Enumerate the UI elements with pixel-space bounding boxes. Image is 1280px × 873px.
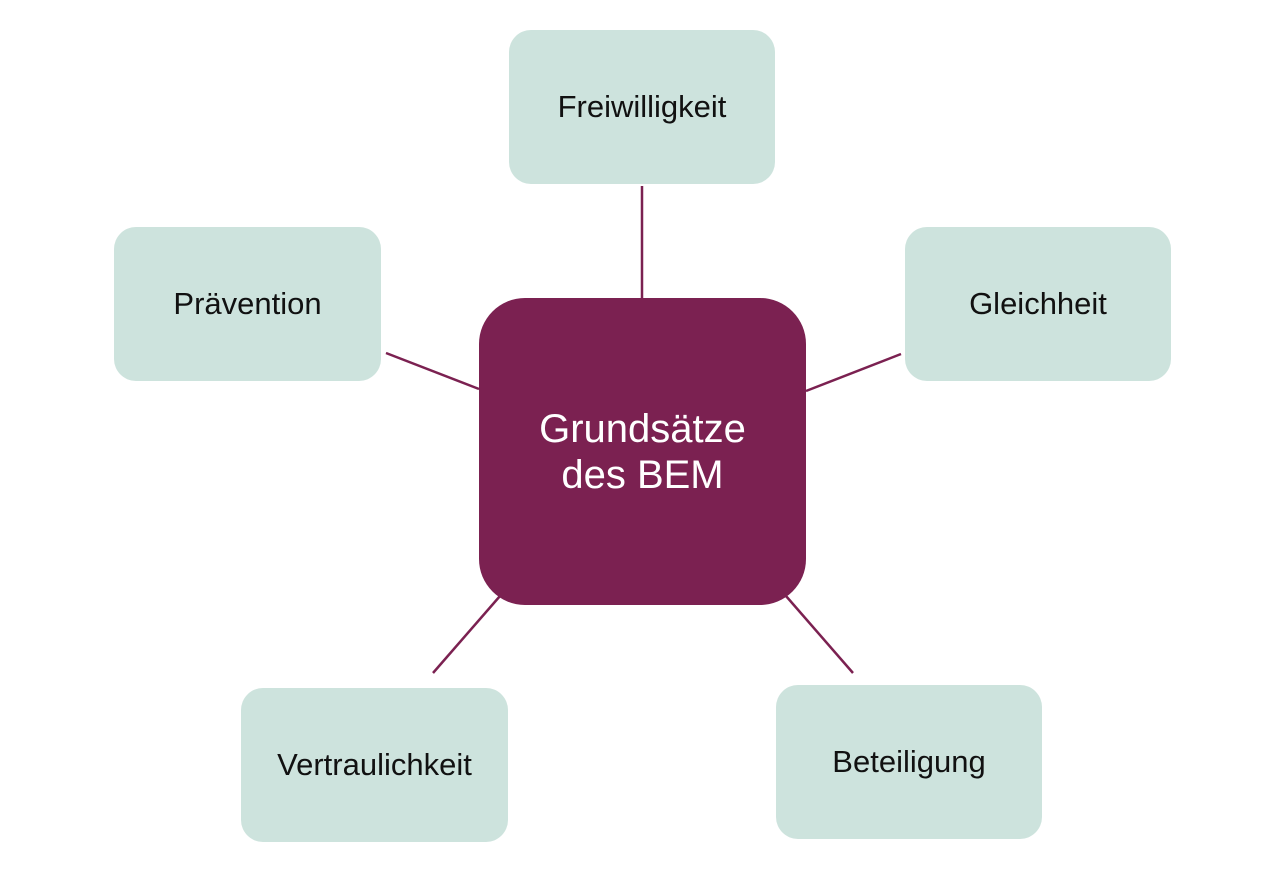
connector-gleichheit bbox=[805, 352, 902, 393]
center-title-line2: des BEM bbox=[561, 452, 724, 497]
node-gleichheit: Gleichheit bbox=[905, 227, 1171, 381]
node-vertraulichkeit: Vertraulichkeit bbox=[241, 688, 508, 842]
connector-beteiligung bbox=[785, 595, 854, 674]
center-title-line1: Grundsätze bbox=[539, 406, 746, 451]
node-beteiligung: Beteiligung bbox=[776, 685, 1042, 839]
connector-praevention bbox=[385, 351, 480, 391]
connector-vertraulichkeit bbox=[432, 595, 501, 674]
node-freiwilligkeit: Freiwilligkeit bbox=[509, 30, 775, 184]
center-node: Grundsätze des BEM bbox=[479, 298, 806, 605]
node-praevention: Prävention bbox=[114, 227, 381, 381]
